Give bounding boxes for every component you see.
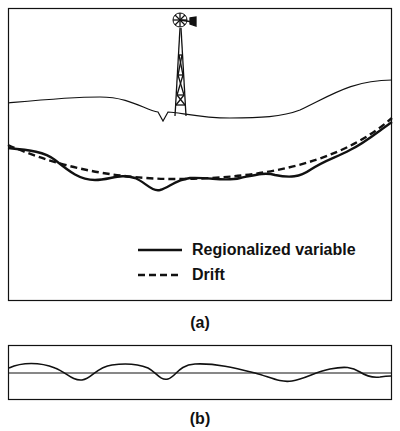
panel-label: (a) [190, 314, 210, 332]
legend-dashed-sample [138, 274, 182, 276]
panel-frame [9, 346, 392, 400]
legend-solid-sample [138, 249, 182, 251]
panel-frame [9, 9, 392, 301]
legend-text: Regionalized variable [192, 241, 356, 259]
drift-curve [8, 118, 392, 179]
residual-curve [9, 364, 391, 382]
windmill [173, 13, 196, 116]
panel-label: (b) [190, 410, 210, 428]
regionalized-variable-curve [8, 122, 392, 190]
legend-text: Drift [192, 266, 225, 284]
land-surface [8, 80, 392, 121]
